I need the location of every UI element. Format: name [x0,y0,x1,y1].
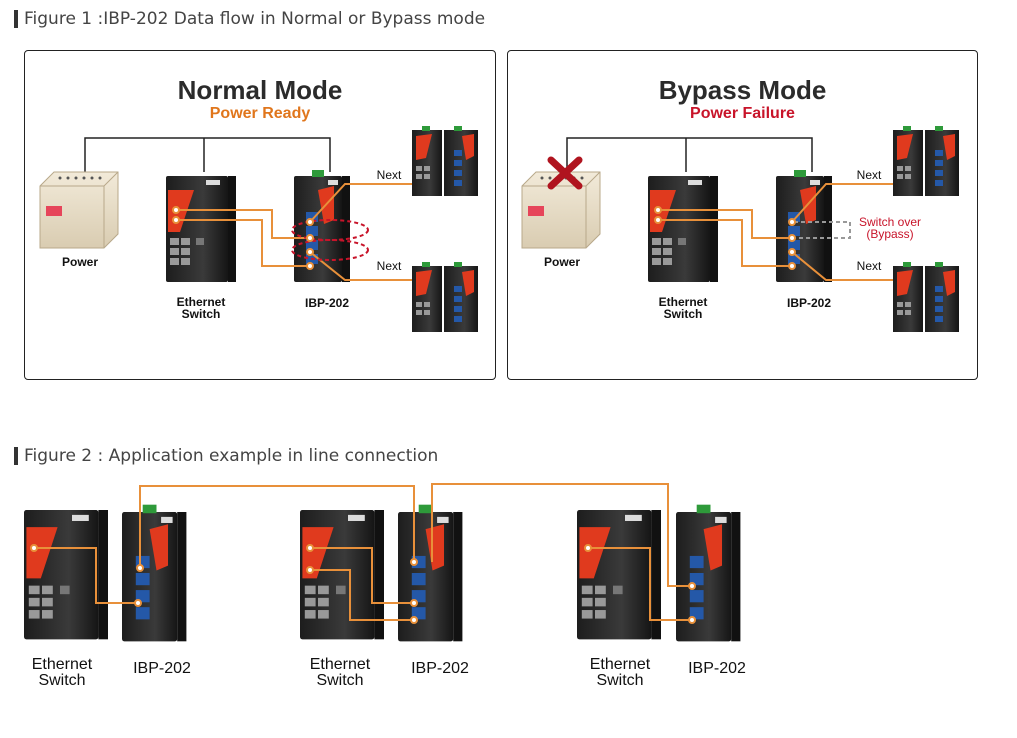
bypass-switch-label-2: Switch [663,307,703,321]
title-bar-marker [14,10,18,28]
bypass-switch-label-1: Ethernet [658,295,708,309]
normal-next-bottom: Next [376,259,402,273]
bypass-mode-subtitle: Power Failure [690,105,795,122]
normal-cables [176,183,412,281]
fig2-ibp-2-label: IBP-202 [411,660,469,677]
ethernet-switch-icon [648,176,718,282]
normal-mode-title: Normal Mode [177,75,343,105]
bypass-next-top: Next [856,168,882,182]
power-supply-icon [39,171,119,249]
bypass-next-bottom: Next [856,259,882,273]
fig2-switch-3-label-1: Ethernet [589,656,651,673]
normal-ibp-label: IBP-202 [304,296,350,310]
bypass-power-line [566,137,813,178]
line-connection-cables [34,483,692,621]
normal-bypass-loop [291,219,369,261]
fig2-ibp-3-label: IBP-202 [688,660,746,677]
normal-switch-label-2: Switch [181,307,221,321]
fig2-switch-1-label-2: Switch [38,672,86,689]
normal-port-dots [172,206,314,270]
fig2-switch-1-label-1: Ethernet [31,656,93,673]
normal-power-line [84,137,331,178]
ethernet-switch-icon [577,510,661,640]
normal-next-top: Next [376,168,402,182]
title-bar-marker [14,447,18,465]
fig2-switch-2-label-1: Ethernet [309,656,371,673]
figure-1-title: Figure 1 :IBP-202 Data flow in Normal or… [14,9,485,29]
next-device-top-icon [412,126,478,196]
bypass-cables [658,183,893,281]
ibp-202-device-icon [121,504,187,642]
normal-mode-diagram [39,126,478,332]
next-device-bottom-icon [893,262,959,332]
figure-2-title: Figure 2 : Application example in line c… [14,446,438,466]
fig2-ibp-1-label: IBP-202 [133,660,191,677]
normal-power-label: Power [61,255,98,269]
switch-over-label-1: Switch over [858,215,922,229]
fig2-switch-3-label-2: Switch [596,672,644,689]
fail-x-icon [547,156,583,190]
bypass-power-label: Power [543,255,580,269]
bypass-ibp-label: IBP-202 [786,296,832,310]
next-device-top-icon [893,126,959,196]
power-supply-icon [521,171,601,249]
bypass-switch-over-path [794,221,851,239]
ethernet-switch-icon [166,176,236,282]
switch-over-label-2: (Bypass) [866,227,914,241]
next-device-bottom-icon [412,262,478,332]
bypass-mode-diagram [521,126,959,332]
figure-2-diagram [24,483,741,642]
bypass-port-dots [654,206,796,270]
bypass-mode-title: Bypass Mode [658,75,827,105]
fig2-switch-2-label-2: Switch [316,672,364,689]
normal-switch-label-1: Ethernet [176,295,226,309]
figure-2-caption: Figure 2 : Application example in line c… [24,446,439,466]
figure-1-caption: Figure 1 :IBP-202 Data flow in Normal or… [24,9,486,29]
normal-mode-subtitle: Power Ready [209,105,311,122]
line-connection-port-dots [30,544,696,624]
